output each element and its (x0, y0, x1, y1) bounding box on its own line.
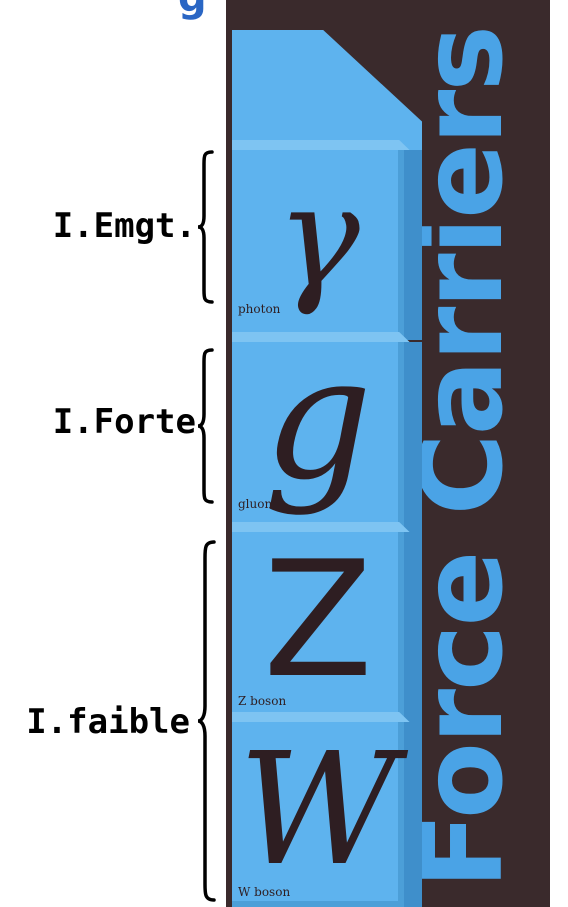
photon-symbol: γ (276, 156, 360, 319)
photon-tile (232, 150, 404, 340)
w-boson-tile-side (404, 722, 422, 907)
z-boson-tile (232, 532, 404, 722)
group-label-electromagnetic: I.Emgt. (52, 206, 196, 246)
gluon-tile-side (404, 342, 422, 532)
z-boson-symbol: Z (263, 526, 373, 713)
z-boson-tile-side (404, 532, 422, 722)
brace-electromagnetic (197, 150, 214, 304)
photon-caption: photon (238, 302, 281, 316)
group-label-strong: I.Forte (52, 402, 196, 442)
group-label-weak: I.faible (26, 702, 190, 742)
gluon-caption: gluon (238, 497, 273, 511)
w-boson-tile (232, 722, 404, 907)
brace-weak (197, 540, 216, 902)
gluon-symbol: g (263, 320, 373, 518)
z-boson-caption: Z boson (238, 694, 287, 708)
w-boson-symbol: W (238, 719, 398, 900)
photon-tile-side (404, 150, 422, 340)
w-boson-caption: W boson (238, 885, 291, 899)
brace-strong (197, 348, 214, 504)
partial-title: g (178, 0, 207, 18)
gluon-tile (232, 342, 404, 532)
